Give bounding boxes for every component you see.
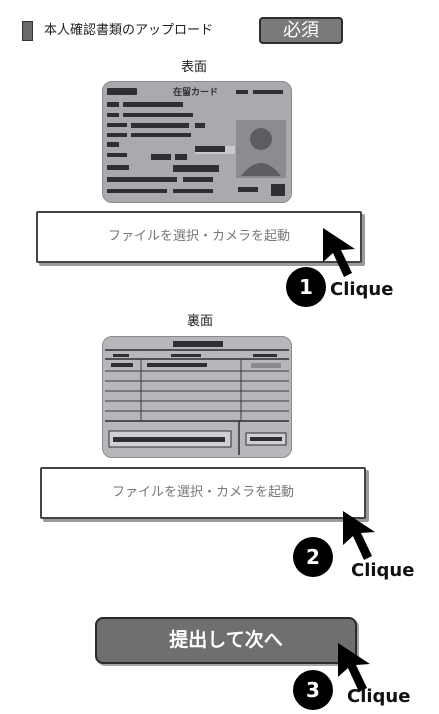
- back-file-upload-button[interactable]: ファイルを選択・カメラを起動: [40, 467, 366, 519]
- step-2-caption: Clique: [351, 560, 415, 581]
- section-marker-icon: [22, 21, 33, 41]
- step-3-badge: 3: [293, 670, 333, 710]
- arrow-cursor-icon: [343, 511, 375, 560]
- back-side-label: 裏面: [186, 314, 213, 329]
- id-card-front-image: 在留カード: [102, 81, 292, 203]
- step-2-badge: 2: [293, 537, 333, 577]
- submit-next-button[interactable]: 提出して次へ: [95, 617, 357, 664]
- front-side-label: 表面: [180, 60, 207, 75]
- step-3-caption: Clique: [347, 686, 411, 707]
- step-1-caption: Clique: [330, 279, 394, 300]
- card-title-text: 在留カード: [173, 86, 218, 98]
- front-file-upload-button[interactable]: ファイルを選択・カメラを起動: [36, 211, 362, 263]
- arrow-cursor-icon: [338, 643, 370, 692]
- id-card-front-illustration: 在留カード: [107, 86, 286, 196]
- id-card-back-image: [102, 336, 292, 458]
- required-badge: 必須: [259, 17, 343, 44]
- id-card-back-illustration: [105, 341, 289, 455]
- step-1-badge: 1: [286, 267, 326, 307]
- arrow-cursor-icon: [323, 228, 355, 277]
- section-title: 本人確認書類のアップロード: [44, 23, 214, 38]
